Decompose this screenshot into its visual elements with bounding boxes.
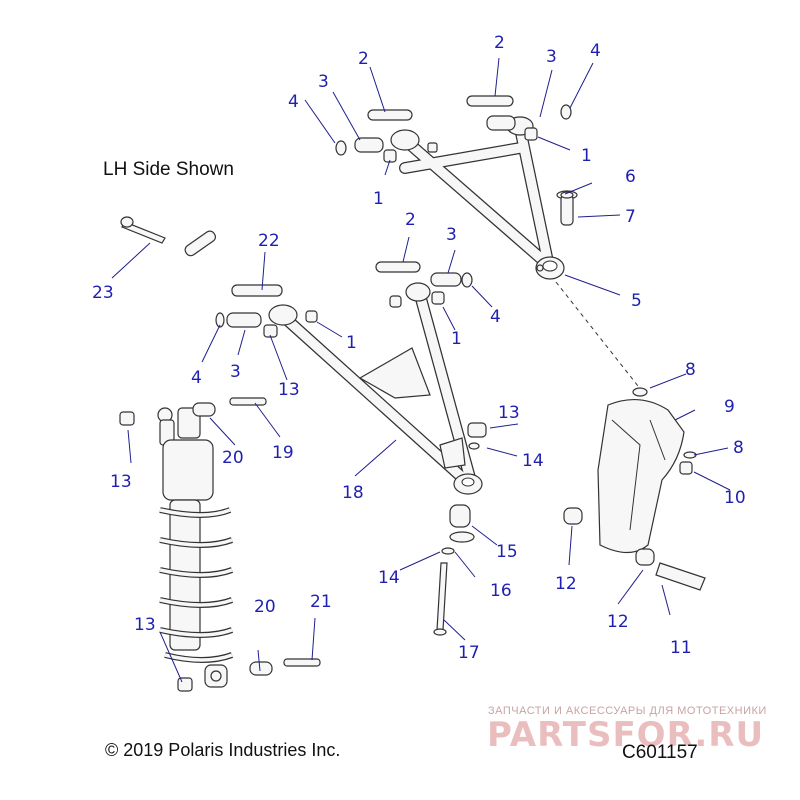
callout-numbers: 4 3 2 1 2 3 4 1 6 7 5 22 23 2 3 4 1 1 4 …: [92, 33, 746, 663]
shock-hardware: [119, 397, 321, 692]
ball-joint-upper: [536, 190, 578, 272]
callout-22: 22: [258, 231, 280, 251]
callout-20a: 20: [222, 448, 244, 468]
callout-1d: 1: [451, 329, 462, 349]
shock-absorber: [157, 407, 234, 688]
callout-1b: 1: [581, 146, 592, 166]
leader-lines: [111, 57, 731, 683]
watermark-subtitle: ЗАПЧАСТИ И АКСЕССУАРЫ ДЛЯ МОТОТЕХНИКИ: [488, 705, 767, 717]
copyright-notice: © 2019 Polaris Industries Inc.: [105, 740, 341, 760]
callout-21: 21: [310, 592, 332, 612]
callout-12a: 12: [555, 574, 577, 594]
callout-19: 19: [272, 443, 294, 463]
diagram-code: C601157: [622, 742, 698, 763]
spindle-knuckle: [563, 387, 706, 591]
ball-joint-lower: [433, 504, 475, 636]
callout-3b: 3: [546, 47, 557, 67]
callout-1a: 1: [373, 189, 384, 209]
callout-2b: 2: [494, 33, 505, 53]
callout-23: 23: [92, 283, 114, 303]
callout-6: 6: [625, 167, 636, 187]
loose-pins: [120, 216, 217, 257]
callout-13a: 13: [278, 380, 300, 400]
callout-13c: 13: [110, 472, 132, 492]
upper-bushings: [335, 95, 572, 163]
callout-13d: 13: [134, 615, 156, 635]
callout-10: 10: [724, 488, 746, 508]
callout-8a: 8: [685, 360, 696, 380]
callout-3a: 3: [318, 72, 329, 92]
callout-17: 17: [458, 643, 480, 663]
callout-2a: 2: [358, 49, 369, 69]
callout-14a: 14: [522, 451, 544, 471]
upper-a-arm: [390, 116, 565, 280]
callout-20b: 20: [254, 597, 276, 617]
callout-4d: 4: [191, 368, 202, 388]
callout-3c: 3: [446, 225, 457, 245]
callout-11: 11: [670, 638, 692, 658]
callout-13b: 13: [498, 403, 520, 423]
watermark-logo: PARTSFOR.RU: [487, 715, 764, 755]
callout-12b: 12: [607, 612, 629, 632]
callout-15: 15: [496, 542, 518, 562]
alignment-line: [555, 281, 639, 387]
callout-4b: 4: [590, 41, 601, 61]
callout-1c: 1: [346, 333, 357, 353]
side-shown-note: LH Side Shown: [103, 159, 234, 180]
lower-a-arm: [268, 282, 483, 495]
callout-4a: 4: [288, 92, 299, 112]
callout-14b: 14: [378, 568, 400, 588]
callout-2c: 2: [405, 210, 416, 230]
svg-text:PARTSFOR.RU: PARTSFOR.RU: [487, 715, 764, 755]
callout-18: 18: [342, 483, 364, 503]
callout-7: 7: [625, 207, 636, 227]
callout-3d: 3: [230, 362, 241, 382]
callout-4c: 4: [490, 307, 501, 327]
callout-16: 16: [490, 581, 512, 601]
callout-8b: 8: [733, 438, 744, 458]
callout-9: 9: [724, 397, 735, 417]
lower-bushings: [215, 261, 487, 450]
callout-5: 5: [631, 291, 642, 311]
